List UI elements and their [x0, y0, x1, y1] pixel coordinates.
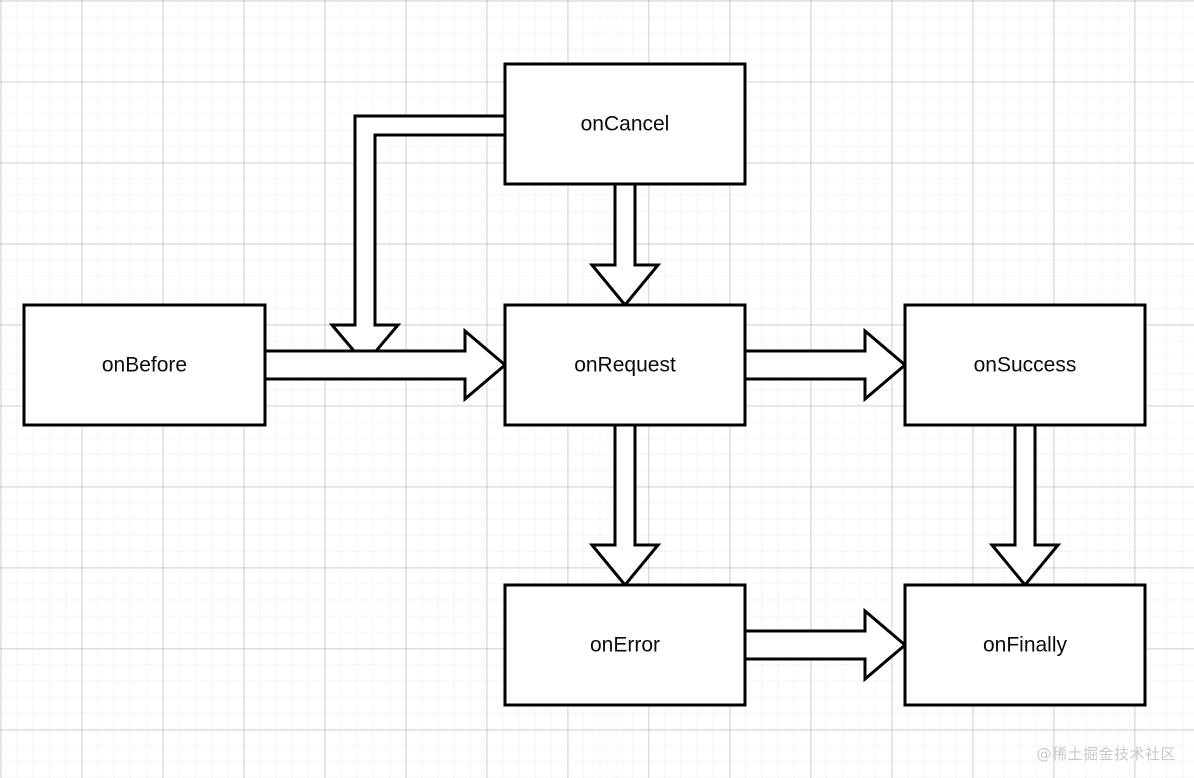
block-arrow-down: [988, 423, 1062, 588]
edge-cancel-loop-to-request-shaft: [328, 114, 507, 367]
node-onBefore[interactable]: onBefore: [22, 303, 267, 427]
watermark-text: @稀土掘金技术社区: [1036, 745, 1176, 763]
node-label-onFinally: onFinally: [983, 634, 1068, 657]
node-onError[interactable]: onError: [503, 583, 747, 707]
node-box-onRequest[interactable]: [503, 303, 747, 427]
node-onSuccess[interactable]: onSuccess: [903, 303, 1147, 427]
edge-request-to-success: [743, 327, 908, 403]
node-onRequest[interactable]: onRequest: [503, 303, 747, 427]
node-label-onBefore: onBefore: [102, 354, 187, 377]
node-label-onCancel: onCancel: [581, 113, 670, 136]
node-label-onSuccess: onSuccess: [974, 354, 1077, 377]
edge-error-to-finally: [743, 607, 908, 683]
edge-cancel-to-request: [588, 182, 662, 308]
node-box-onBefore[interactable]: [22, 303, 267, 427]
node-box-onError[interactable]: [503, 583, 747, 707]
edge-request-to-error: [588, 423, 662, 588]
edge-before-to-request: [263, 327, 508, 403]
node-box-onSuccess[interactable]: [903, 303, 1147, 427]
node-label-onError: onError: [590, 634, 660, 657]
node-label-onRequest: onRequest: [574, 354, 676, 377]
block-arrow-down: [588, 423, 662, 588]
node-onFinally[interactable]: onFinally: [903, 583, 1147, 707]
node-box-onCancel[interactable]: [503, 62, 747, 186]
block-arrow-right: [743, 607, 908, 683]
node-box-onFinally[interactable]: [903, 583, 1147, 707]
block-arrow-down: [588, 182, 662, 308]
edge-success-to-finally: [988, 423, 1062, 588]
block-arrow-right: [263, 327, 508, 403]
node-onCancel[interactable]: onCancel: [503, 62, 747, 186]
block-arrow-right: [743, 327, 908, 403]
block-arrow-loop-down: [328, 114, 507, 367]
